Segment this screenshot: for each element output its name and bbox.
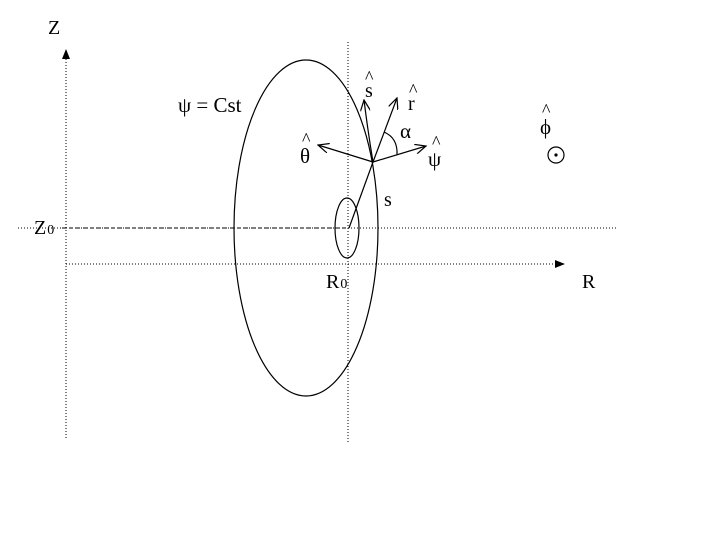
alpha-label: α (400, 119, 411, 143)
z0-label: Z0 (34, 217, 54, 239)
z-axis-label: Z (48, 17, 60, 39)
psi-cst-label: ψ = Cst (178, 93, 242, 117)
flux-surface-ellipse (233, 59, 379, 397)
s-label: s (384, 189, 392, 211)
r0-label: R0 (326, 271, 347, 293)
r-axis-label: R (582, 271, 596, 293)
out-of-page-icon (547, 146, 565, 164)
r-hat-arrow (372, 98, 397, 163)
r-hat-symbol: r (408, 93, 415, 115)
s-vector-line (348, 161, 374, 229)
psi-hat-symbol: ψ (428, 147, 441, 171)
theta-hat-caret: ^ (302, 129, 311, 149)
alpha-angle-arc (383, 131, 398, 156)
s-hat-symbol: s (365, 80, 373, 102)
magnetic-axis-ellipse (334, 197, 360, 259)
phi-hat-caret: ^ (542, 100, 551, 120)
psi-hat-caret: ^ (432, 132, 441, 152)
r-hat-caret: ^ (409, 80, 418, 100)
theta-hat-symbol: θ (300, 144, 310, 168)
psi-hat-arrow (372, 146, 426, 163)
theta-hat-arrow (318, 145, 374, 163)
s-hat-caret: ^ (365, 67, 374, 87)
s-hat-arrow (364, 100, 374, 163)
phi-hat-symbol: ϕ (540, 115, 551, 139)
